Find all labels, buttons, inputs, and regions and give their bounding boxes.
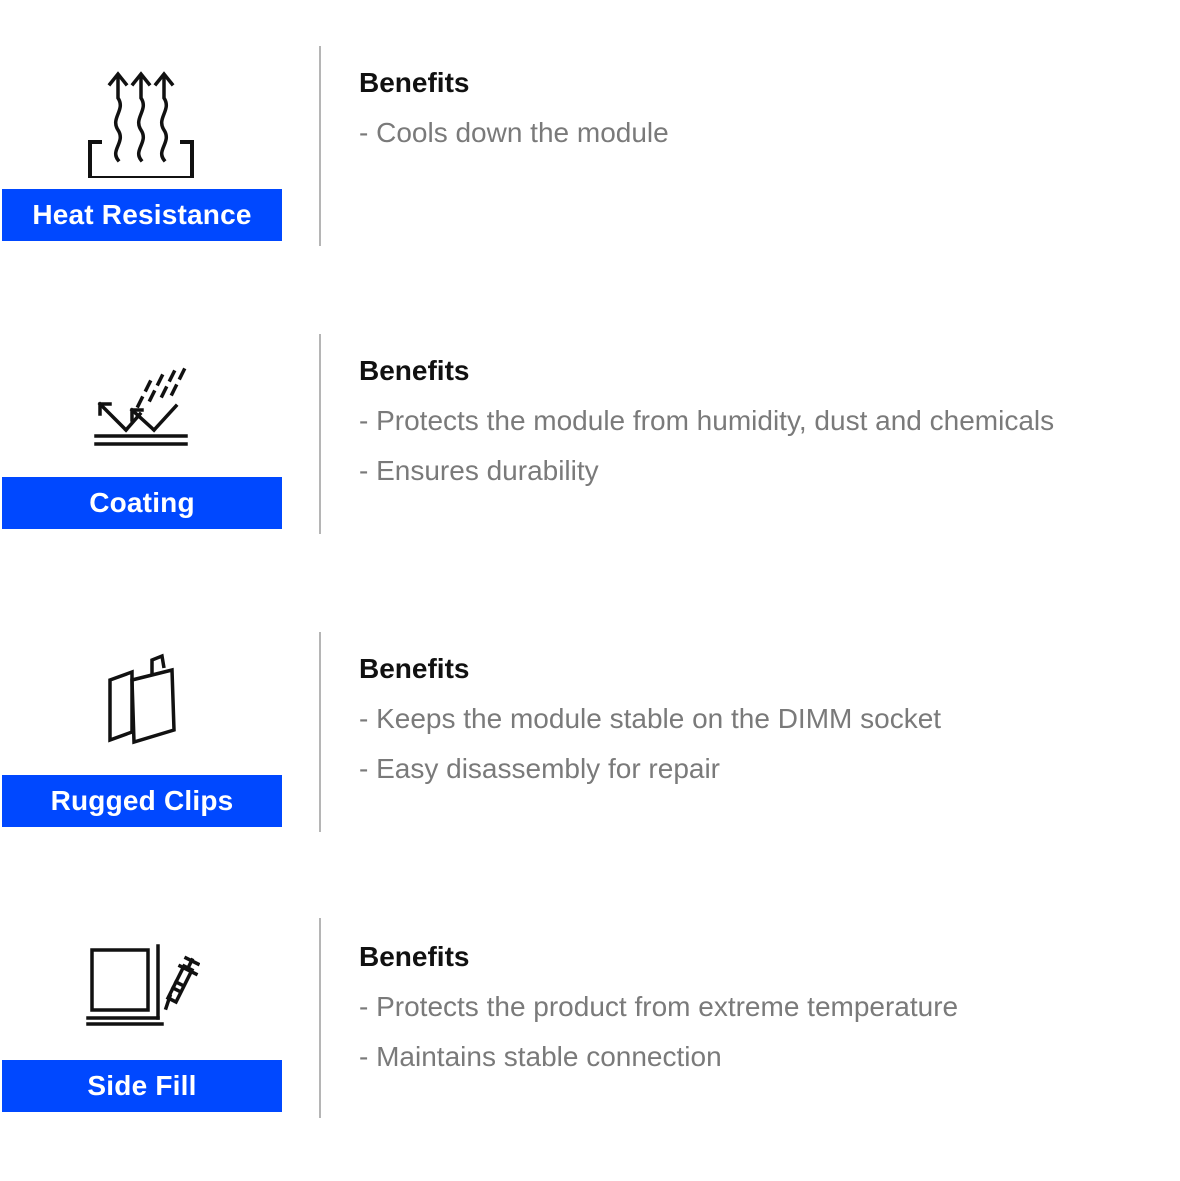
benefit-item: - Protects the module from humidity, dus…: [359, 405, 1055, 436]
benefit-item: - Protects the product from extreme temp…: [359, 991, 959, 1022]
benefit-item: - Maintains stable connection: [359, 1041, 722, 1072]
divider: [319, 46, 321, 246]
label-heat-resistance: Heat Resistance: [2, 189, 282, 241]
benefits-panel: Benefits - Keeps the module stable on th…: [359, 651, 1159, 801]
feature-label: Heat Resistance: [32, 199, 252, 230]
benefits-title: Benefits: [359, 653, 470, 684]
divider: [319, 334, 321, 534]
benefits-panel: Benefits - Protects the product from ext…: [359, 939, 1159, 1089]
feature-rugged-clips: Rugged Clips Benefits - Keeps the module…: [0, 632, 1180, 842]
benefits-title: Benefits: [359, 941, 470, 972]
feature-label: Rugged Clips: [50, 785, 234, 816]
rugged-clips-icon: [80, 650, 200, 760]
feature-label: Coating: [89, 487, 195, 518]
divider: [319, 632, 321, 832]
side-fill-icon: [80, 938, 200, 1048]
feature-heat-resistance: Heat Resistance Benefits - Cools down th…: [0, 46, 1180, 256]
benefits-panel: Benefits - Cools down the module: [359, 65, 1159, 165]
feature-label: Side Fill: [87, 1070, 197, 1101]
benefits-title: Benefits: [359, 67, 470, 98]
benefits-panel: Benefits - Protects the module from humi…: [359, 353, 1159, 503]
benefits-title: Benefits: [359, 355, 470, 386]
benefit-item: - Easy disassembly for repair: [359, 753, 721, 784]
feature-side-fill: Side Fill Benefits - Protects the produc…: [0, 918, 1180, 1128]
feature-coating: Coating Benefits - Protects the module f…: [0, 334, 1180, 544]
label-coating: Coating: [2, 477, 282, 529]
benefit-item: - Cools down the module: [359, 117, 669, 148]
divider: [319, 918, 321, 1118]
label-side-fill: Side Fill: [2, 1060, 282, 1112]
label-rugged-clips: Rugged Clips: [2, 775, 282, 827]
coating-icon: [80, 352, 200, 462]
benefit-item: - Ensures durability: [359, 455, 599, 486]
benefit-item: - Keeps the module stable on the DIMM so…: [359, 703, 942, 734]
heat-resistance-icon: [80, 68, 200, 178]
